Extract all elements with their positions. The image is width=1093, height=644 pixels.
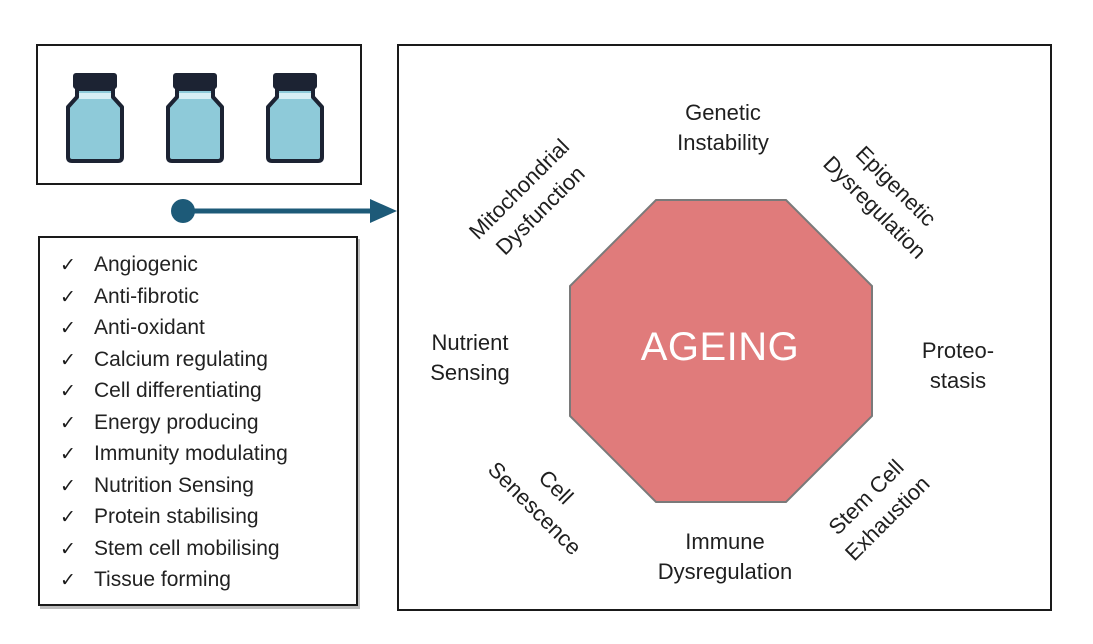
hallmark-nutrient-sensing: Nutrient Sensing bbox=[430, 330, 510, 385]
hallmark-immune-dysregulation: Immune Dysregulation bbox=[657, 529, 793, 584]
checkmark-icon: ✓ bbox=[60, 475, 76, 497]
list-item: ✓Tissue forming bbox=[60, 564, 288, 596]
vial-icon bbox=[166, 73, 224, 163]
connector-arrow bbox=[171, 199, 397, 223]
center-label: AGEING bbox=[640, 325, 800, 369]
list-item: ✓Protein stabilising bbox=[60, 501, 288, 533]
checkmark-icon: ✓ bbox=[60, 286, 76, 308]
checkmark-icon: ✓ bbox=[60, 570, 76, 591]
hallmark-genetic-instability: Genetic Instability bbox=[677, 100, 769, 155]
list-item: ✓Angiogenic bbox=[60, 249, 288, 281]
list-item: ✓Cell differentiating bbox=[60, 375, 288, 407]
list-item: ✓Energy producing bbox=[60, 407, 288, 439]
checkmark-icon: ✓ bbox=[60, 444, 76, 465]
checkmark-icon: ✓ bbox=[60, 349, 76, 371]
list-item: ✓Anti-oxidant bbox=[60, 312, 288, 344]
checkmark-icon: ✓ bbox=[60, 412, 76, 434]
list-item: ✓Calcium regulating bbox=[60, 344, 288, 376]
checkmark-icon: ✓ bbox=[60, 381, 76, 402]
checkmark-icon: ✓ bbox=[60, 507, 76, 528]
list-item: ✓Immunity modulating bbox=[60, 438, 288, 470]
checkmark-icon: ✓ bbox=[60, 255, 76, 276]
checkmark-icon: ✓ bbox=[60, 538, 76, 560]
hallmark-proteostasis: Proteo- stasis bbox=[921, 338, 995, 393]
vial-icon bbox=[266, 73, 324, 163]
ageing-octagon bbox=[569, 199, 873, 503]
list-item: ✓Nutrition Sensing bbox=[60, 470, 288, 502]
benefits-panel bbox=[38, 236, 358, 606]
list-item: ✓Stem cell mobilising bbox=[60, 533, 288, 565]
vial-icon bbox=[66, 73, 124, 163]
checkmark-icon: ✓ bbox=[60, 318, 76, 339]
benefits-list: ✓Angiogenic ✓Anti-fibrotic ✓Anti-oxidant… bbox=[60, 249, 288, 596]
list-item: ✓Anti-fibrotic bbox=[60, 281, 288, 313]
